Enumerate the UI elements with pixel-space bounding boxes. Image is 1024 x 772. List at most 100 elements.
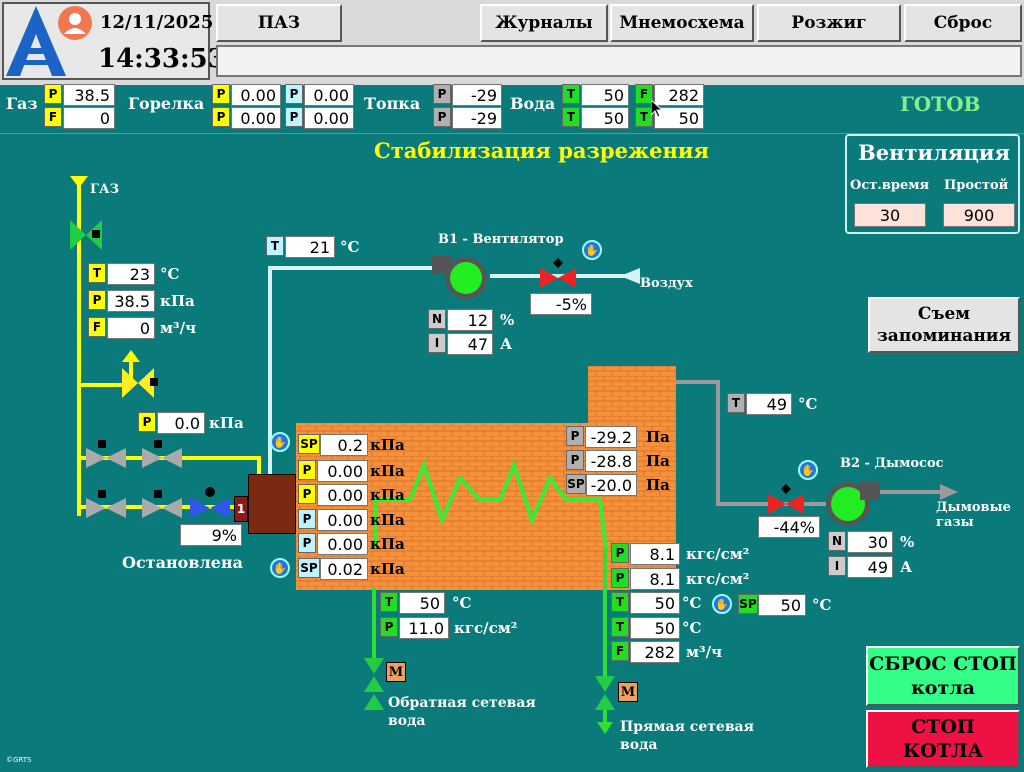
tag-f: F: [611, 641, 629, 661]
tag-p: P: [611, 568, 629, 588]
tag-p: P: [88, 290, 106, 310]
sp2-manual-icon[interactable]: ✋: [270, 558, 290, 578]
furnace-unit: кПа: [370, 535, 405, 553]
furnace-p4-main: 0.00: [317, 533, 368, 555]
reset-boiler-stop-button[interactable]: СБРОС СТОП котла: [866, 646, 1020, 706]
smoke-out-label: Дымовые газы: [936, 500, 1011, 530]
gas-pipe: [79, 383, 131, 387]
idle-label: Простой: [944, 178, 1009, 193]
tag-n: N: [428, 309, 446, 329]
gas-summary-label: Газ: [6, 94, 38, 113]
tag-p: P: [212, 107, 230, 127]
return-water-label: Обратная сетевая вода: [388, 695, 536, 729]
return-valve-icon[interactable]: [364, 658, 384, 710]
user-avatar-icon[interactable]: [58, 6, 92, 40]
supply-valve-motor: М: [618, 682, 638, 702]
supply-sp-value: 50: [758, 594, 806, 616]
smoke-duct: [716, 380, 720, 504]
fan-b2-n-unit: %: [900, 533, 915, 551]
burner-number: 1: [234, 496, 248, 522]
vent-valve-icon[interactable]: [120, 366, 160, 400]
idle-value: 900: [943, 203, 1015, 227]
tag-f: F: [88, 317, 106, 337]
air-t-value: 21: [285, 236, 335, 258]
supply-t-unit: °C: [682, 594, 702, 612]
tag-p: P: [380, 617, 398, 637]
fan-b1-manual-icon[interactable]: ✋: [582, 240, 602, 260]
ignition-button[interactable]: Розжиг: [757, 4, 901, 42]
control-valve-icon[interactable]: [188, 486, 232, 522]
air-damper-icon[interactable]: [538, 258, 578, 288]
smoke-out-arrow-icon: [940, 484, 958, 500]
air-damper-value: -5%: [530, 293, 592, 315]
tag-t: T: [611, 592, 629, 612]
paz-button[interactable]: ПАЗ: [216, 4, 342, 42]
stop-boiler-button[interactable]: СТОП КОТЛА: [866, 710, 1020, 768]
sp-manual-icon[interactable]: ✋: [270, 432, 290, 452]
supply-water-pipe: [603, 548, 607, 678]
gas-shutoff-valve-icon[interactable]: [68, 218, 104, 252]
tag-p: P: [433, 107, 451, 127]
gas-f-value-main: 0: [107, 317, 155, 339]
supply-p1-value: 8.1: [630, 543, 680, 565]
gas-pipe: [77, 184, 81, 516]
tag-n: N: [828, 531, 846, 551]
gas-p-unit: кПа: [160, 292, 195, 310]
return-t-value: 50: [399, 592, 445, 614]
journals-button[interactable]: Журналы: [480, 4, 608, 42]
fan-b2-manual-icon[interactable]: ✋: [798, 460, 818, 480]
return-p-value: 11.0: [399, 617, 449, 639]
mode-title: Стабилизация разрежения: [374, 138, 709, 163]
supply-f-unit: м³/ч: [686, 643, 723, 661]
ventilation-title: Вентиляция: [858, 140, 1010, 165]
ventilation-panel: [845, 134, 1020, 234]
burner-state: Остановлена: [122, 553, 243, 572]
smoke-t-value: 49: [746, 393, 792, 415]
air-t-unit: °C: [340, 238, 360, 256]
memory-reset-button[interactable]: Съем запоминания: [868, 297, 1020, 353]
gas-pipe: [129, 360, 133, 387]
valve-gray-icon[interactable]: [84, 440, 128, 470]
fan-b2-icon[interactable]: [824, 478, 880, 528]
tag-p: P: [298, 460, 316, 480]
water-summary-label: Вода: [510, 94, 556, 113]
tag-sp: SP: [298, 434, 320, 454]
message-line: [216, 45, 1022, 77]
tag-p: P: [138, 412, 156, 432]
water-t1-value: 50: [581, 84, 629, 106]
smoke-damper-icon[interactable]: [766, 480, 806, 514]
furnace-right-unit: Па: [646, 428, 670, 446]
gas-p-value: 38.5: [63, 84, 115, 106]
remaining-time-value: 30: [854, 203, 926, 227]
tag-p: P: [611, 543, 629, 563]
valve-gray-icon[interactable]: [84, 490, 128, 520]
gas-f-value: 0: [63, 107, 115, 129]
fan-b2-label: В2 - Дымосос: [840, 456, 944, 471]
burner-summary-label: Горелка: [128, 94, 205, 113]
valve-gray-icon[interactable]: [140, 490, 184, 520]
valve-gray-icon[interactable]: [140, 440, 184, 470]
return-valve-motor: М: [386, 662, 406, 682]
supply-water-label: Прямая сетевая вода: [620, 719, 754, 753]
gas-p2-unit: кПа: [209, 414, 244, 432]
tag-p: P: [566, 426, 584, 446]
supply-valve-icon[interactable]: [595, 676, 615, 734]
fan-b2-i-value: 49: [847, 556, 893, 578]
return-water-pipe: [372, 588, 376, 660]
tag-sp: SP: [738, 594, 758, 614]
reset-button[interactable]: Сброс: [904, 4, 1022, 42]
date-display: 12/11/2025: [100, 12, 214, 33]
remaining-time-label: Ост.время: [850, 178, 930, 193]
furnace-sp2-value: 0.02: [320, 558, 368, 580]
tag-t: T: [562, 84, 580, 104]
supply-p-unit: кгс/см²: [686, 545, 750, 563]
gas-t-value: 23: [107, 263, 155, 285]
mnemo-button[interactable]: Мнемосхема: [610, 4, 754, 42]
return-t-unit: °C: [452, 594, 472, 612]
furnace-right-p2: -28.8: [585, 450, 637, 472]
supply-t2-value: 50: [630, 617, 680, 639]
fan-b1-icon[interactable]: [432, 252, 492, 300]
tag-p: P: [566, 450, 584, 470]
air-duct: [268, 266, 436, 270]
supply-sp-manual-icon[interactable]: ✋: [712, 594, 732, 614]
